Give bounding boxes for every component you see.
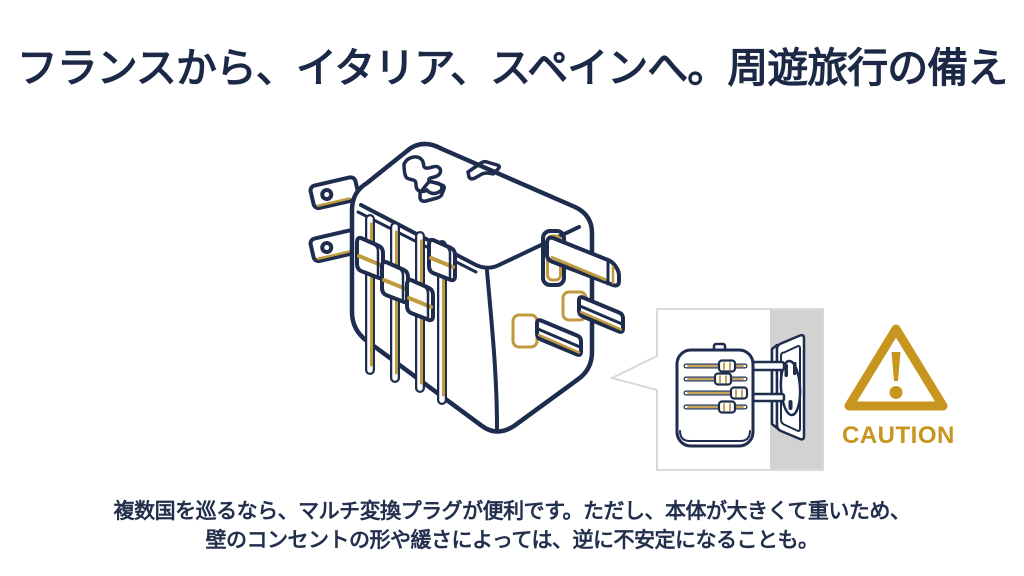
caution-block: CAUTION bbox=[842, 320, 955, 450]
adapter-side-view bbox=[675, 342, 755, 448]
travel-adapter-illustration bbox=[308, 141, 625, 434]
top-face-rim bbox=[359, 203, 581, 270]
outlet-slots bbox=[784, 362, 797, 410]
caution-icon bbox=[844, 324, 948, 411]
uk-plug-pins bbox=[511, 229, 625, 357]
caution-label: CAUTION bbox=[842, 422, 955, 449]
caption: 複数国を巡るなら、マルチ変換プラグが便利です。ただし、本体が大きくて重いため、 … bbox=[0, 497, 1024, 555]
us-plug-pins bbox=[308, 175, 361, 264]
side-knobs bbox=[713, 359, 749, 414]
page-title: フランスから、イタリア、スペインへ。周遊旅行の備え bbox=[16, 45, 1009, 91]
caption-line-1: 複数国を巡るなら、マルチ変換プラグが便利です。ただし、本体が大きくて重いため、 bbox=[113, 500, 911, 523]
front-edge bbox=[485, 269, 499, 430]
outlet-callout bbox=[609, 308, 824, 471]
adapter-body bbox=[349, 141, 595, 434]
voltage-sliders bbox=[355, 214, 457, 405]
side-sliders bbox=[683, 359, 749, 414]
caption-line-2: 壁のコンセントの形や緩さによっては、逆に不安定になることも。 bbox=[205, 529, 819, 552]
adapter-prongs bbox=[748, 360, 786, 403]
wall-outlet bbox=[770, 333, 806, 441]
universal-socket-holes bbox=[402, 155, 502, 203]
